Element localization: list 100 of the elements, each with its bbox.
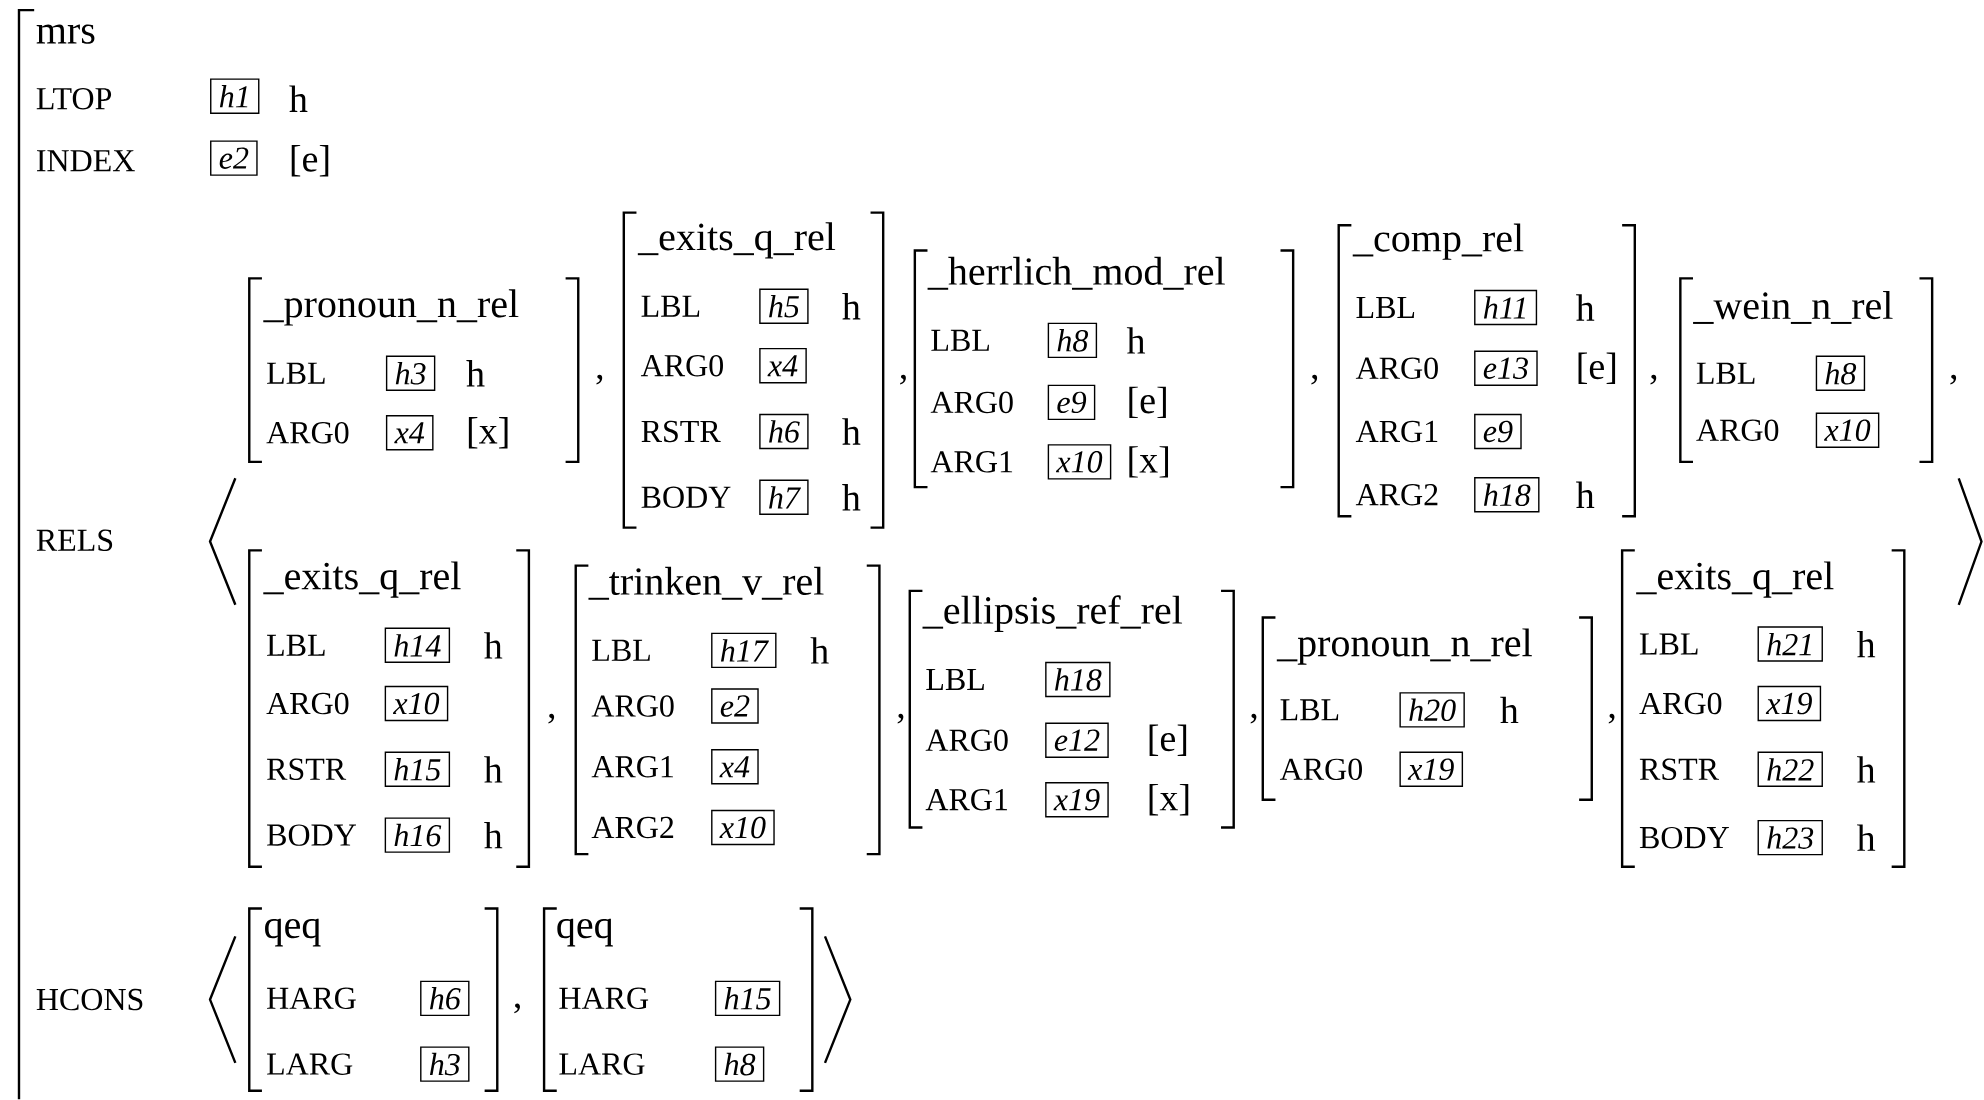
feature-name: ARG0 [1279,758,1362,781]
comma: , [1950,374,1957,385]
feature-structure [1620,549,1906,869]
feature-name: ARG0 [930,391,1013,414]
tag-box: x10 [1815,412,1880,449]
feature-structure [248,277,580,464]
tag-box: h18 [1045,662,1111,698]
feature-name: LBL [1696,362,1755,384]
feature-name: LBL [641,295,700,317]
feature-name: RSTR [641,420,721,443]
feature-value: h [484,822,503,849]
feature-name: LBL [1280,699,1339,721]
tag-box: h22 [1757,751,1823,788]
feature-name: ARG0 [1696,419,1779,442]
feature-name: ARG0 [266,422,349,444]
feature-structure [17,9,1983,1100]
feature-value: h [842,293,861,320]
feature-name: LBL [931,330,989,352]
feature-name: BODY [641,486,731,509]
tag-box: h15 [384,751,451,788]
feature-name: LTOP [36,88,112,110]
tag-box: e9 [1474,414,1522,450]
feature-name: ARG0 [1355,357,1438,380]
feature-value: [e] [1578,352,1616,385]
comma: , [514,1003,520,1014]
tag-box: e12 [1045,722,1109,759]
tag-box: x19 [1045,782,1109,818]
tag-box: h11 [1474,290,1538,326]
feature-value: h [1576,481,1595,509]
comma: , [900,374,906,385]
tag-box: x19 [1757,686,1822,722]
feature-value: h [1857,631,1876,658]
tag-box: x10 [711,810,775,846]
feature-value: [x] [1129,446,1168,478]
feature-value: [x] [1149,784,1189,816]
tag-box: e2 [711,688,759,724]
feature-name: ARG0 [591,695,674,718]
feature-name: ARG2 [1355,484,1438,506]
type-label: _pronoun_n_rel [263,289,519,326]
feature-value: h [484,756,503,783]
tag-box: h3 [420,1046,470,1083]
tag-box: x4 [711,749,759,785]
comma: , [1250,714,1257,724]
feature-value: [e] [1149,724,1187,757]
tag-box: x10 [384,686,449,722]
tag-box: h5 [759,288,809,325]
feature-value: h [842,484,861,511]
tag-box: h7 [759,479,809,516]
tag-box: h6 [759,414,809,450]
tag-box: h8 [714,1046,765,1083]
tag-box: x19 [1399,751,1464,788]
feature-name: ARG1 [1355,420,1438,443]
tag-box: e13 [1474,350,1538,387]
tag-box: x10 [1047,444,1112,480]
tag-box: e2 [210,140,258,177]
tag-box: x4 [385,415,434,451]
feature-name: ARG1 [930,451,1013,473]
tag-box: h21 [1757,626,1823,662]
comma: , [548,714,555,724]
tag-box: h8 [1815,355,1866,392]
tag-box: h6 [420,980,470,1017]
feature-name: LBL [592,640,650,662]
feature-name: LARG [559,1053,645,1076]
comma: , [1608,714,1615,724]
tag-box: h1 [210,78,260,115]
feature-name: RSTR [267,758,347,781]
feature-name: ARG0 [266,692,349,715]
feature-value: h [289,85,308,113]
tag-box: h16 [384,817,451,854]
feature-name: LBL [1356,297,1415,319]
feature-value: [e] [291,145,329,177]
tag-box: h17 [711,632,777,669]
type-label: qeq [557,918,613,947]
tag-box: e9 [1047,384,1096,421]
type-label: mrs [36,24,95,44]
feature-name: ARG0 [925,729,1008,752]
feature-structure [1337,223,1636,518]
feature-name: HCONS [36,989,143,1011]
feature-value: h [842,418,861,445]
tag-box: h23 [1757,820,1823,856]
type-label: qeq [265,918,321,947]
feature-value: h [810,637,829,664]
type-label: _herrlich_mod_rel [927,257,1225,290]
feature-structure [622,211,885,530]
feature-name: LBL [267,635,325,657]
feature-value: h [1576,294,1595,321]
feature-name: BODY [1639,827,1729,849]
comma: , [1650,374,1657,385]
feature-value: h [466,360,485,387]
feature-name: LBL [267,362,325,384]
tag-box: h8 [1047,322,1098,359]
feature-name: HARG [267,987,356,1010]
feature-value: [e] [1129,386,1166,419]
feature-structure [1261,616,1593,802]
feature-name: LBL [1639,633,1698,655]
type-label: _exits_q_rel [1636,561,1834,598]
feature-structure [913,249,1295,489]
type-label: _wein_n_rel [1693,291,1893,325]
feature-value: h [1126,327,1146,354]
tag-box: h20 [1399,692,1465,728]
